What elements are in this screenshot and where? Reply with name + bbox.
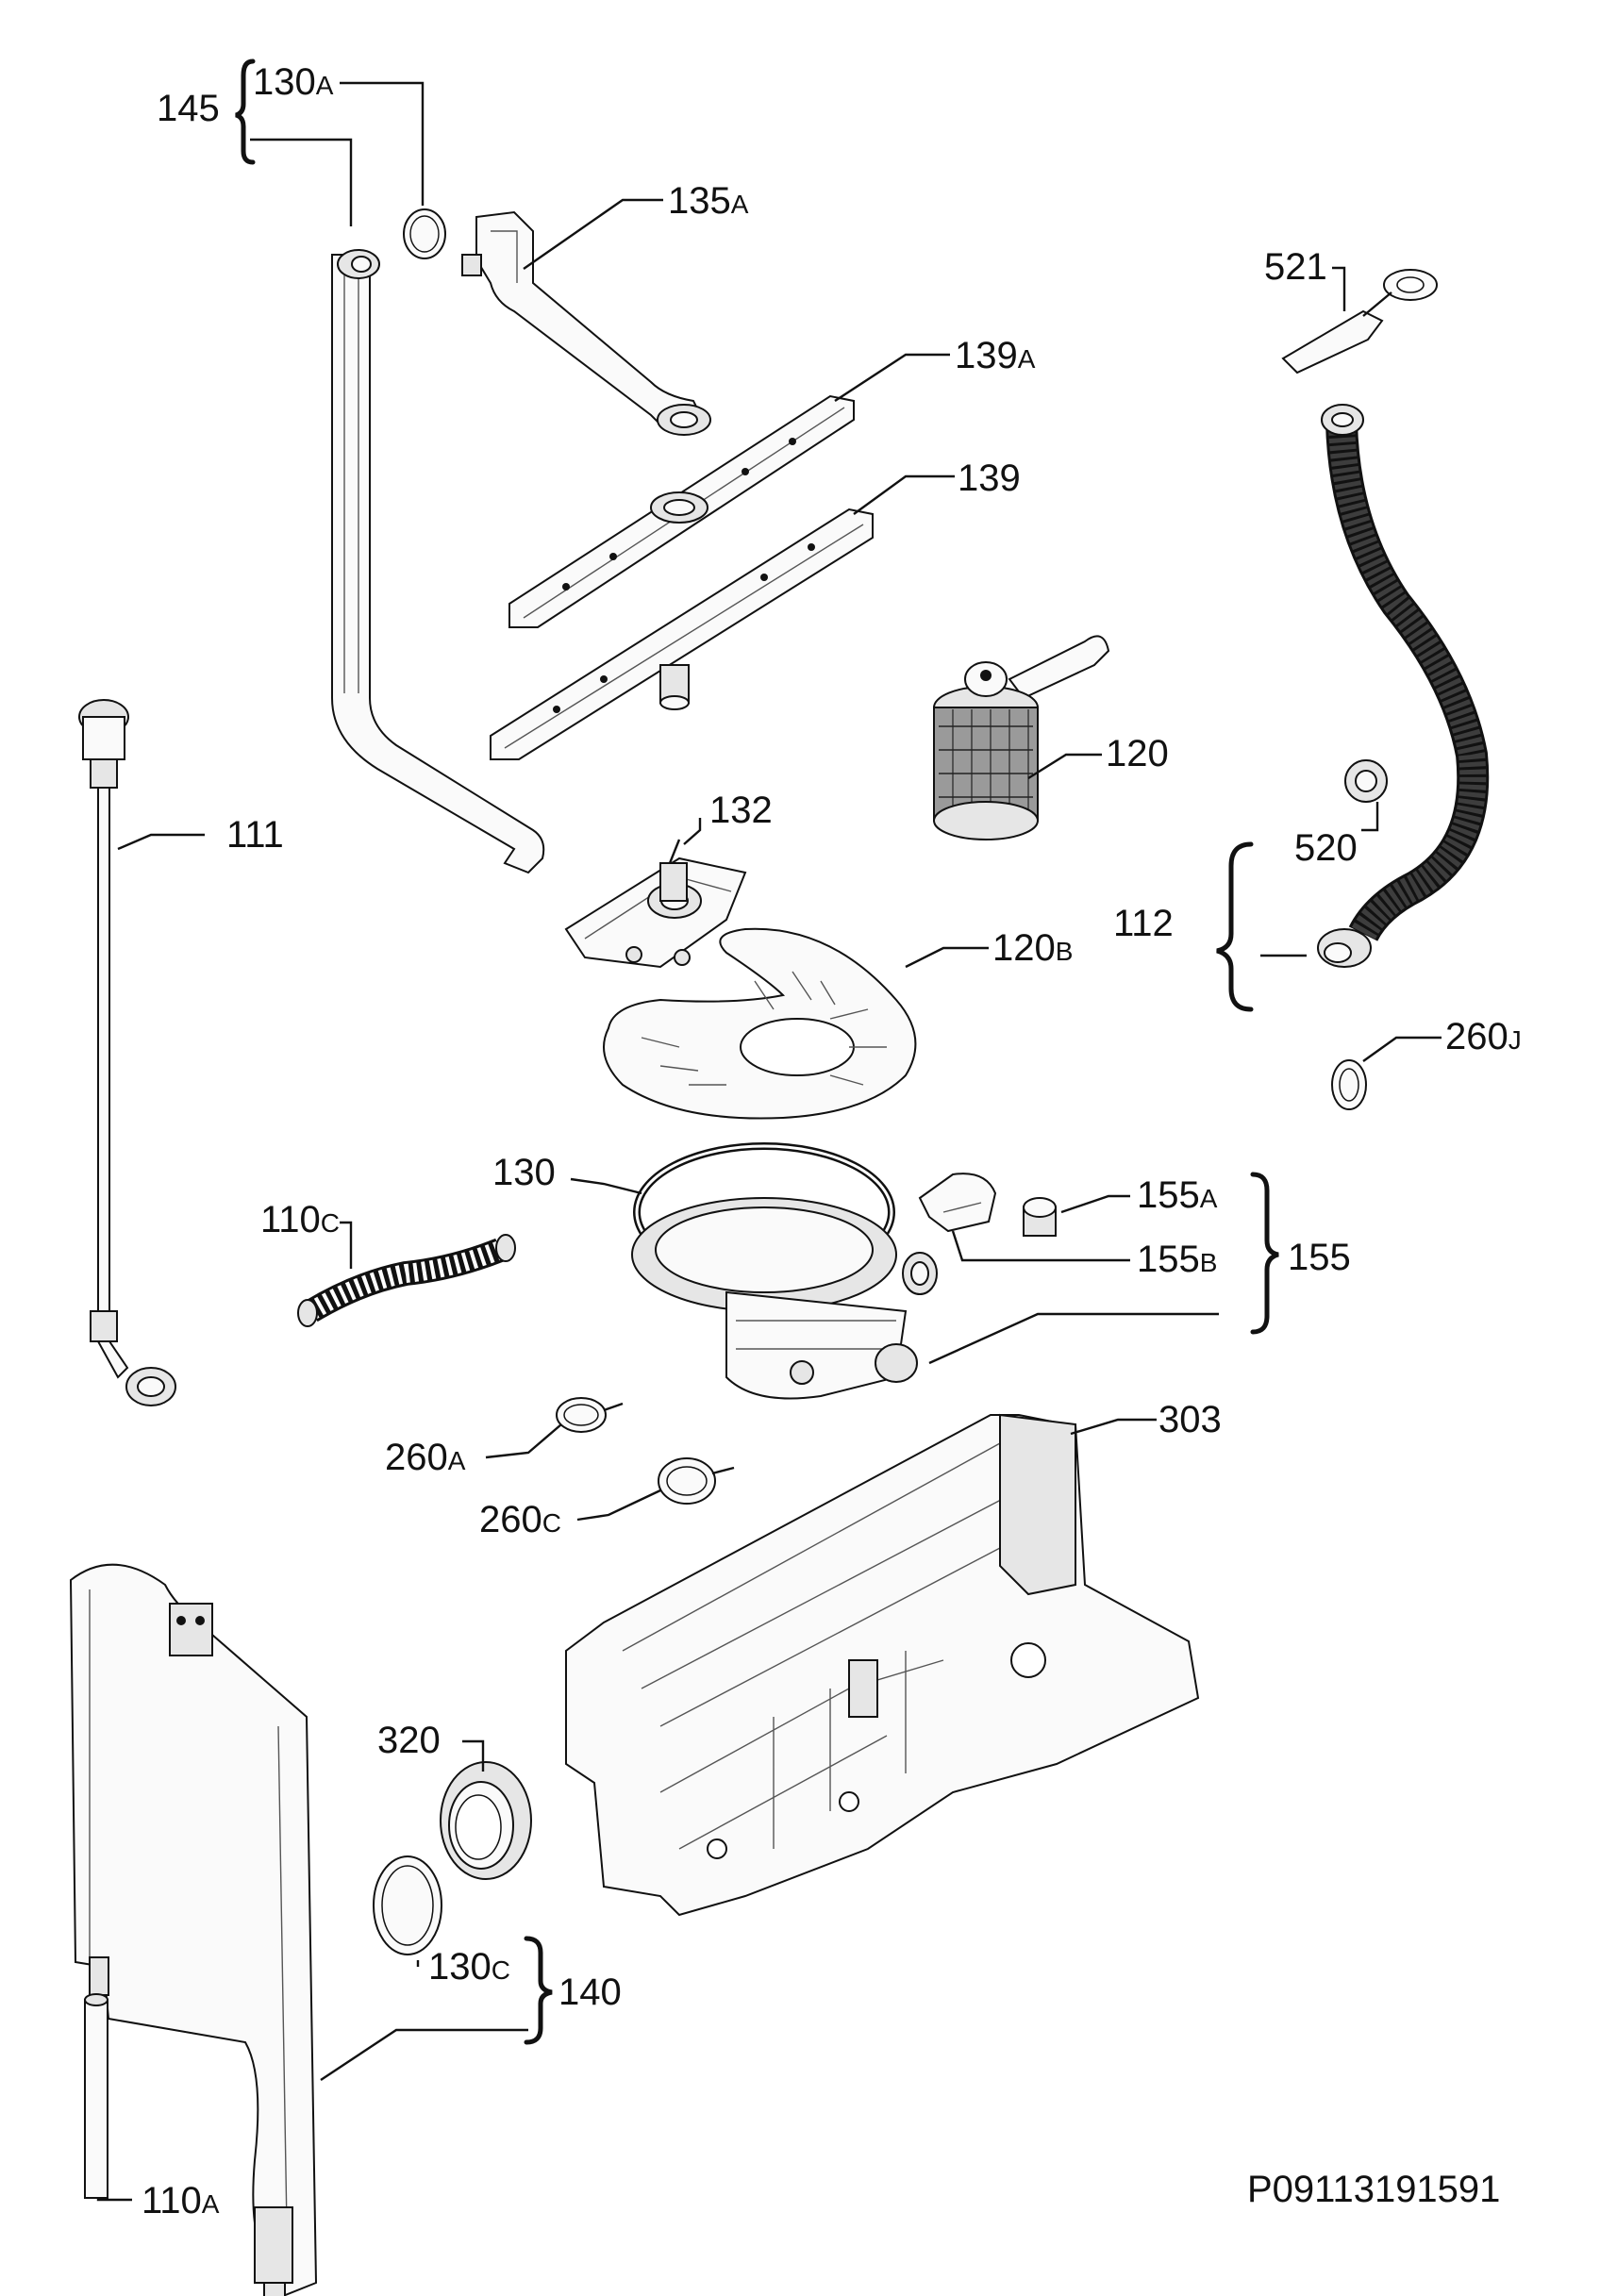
label-130: 130 — [492, 1152, 556, 1193]
label-521: 521 — [1264, 246, 1327, 288]
drain-hose-part — [1317, 404, 1490, 968]
connection-hose-110c-part — [297, 1234, 516, 1327]
spray-arm-connector-part — [461, 210, 711, 436]
label-110c: 110C — [260, 1199, 340, 1240]
bushing-155a-part — [1023, 1197, 1057, 1237]
brace-145 — [235, 58, 256, 165]
coarse-filter-plate-part — [603, 927, 917, 1120]
clip-520-part — [1344, 759, 1388, 803]
brace-140 — [524, 1936, 553, 2045]
micro-filter-part — [933, 635, 1110, 840]
label-111: 111 — [226, 814, 284, 856]
brace-112 — [1216, 841, 1254, 1012]
label-155: 155 — [1288, 1237, 1351, 1278]
label-130a: 130A — [253, 61, 334, 103]
clamp-260c-part — [658, 1457, 735, 1505]
side-tank-part — [69, 1563, 318, 2296]
sump-assembly-part — [631, 1197, 938, 1400]
label-120b: 120B — [992, 927, 1073, 969]
label-260j: 260J — [1445, 1016, 1522, 1057]
clamp-260j-part — [1331, 1059, 1367, 1110]
label-139: 139 — [958, 458, 1021, 499]
label-140: 140 — [558, 1972, 622, 2013]
label-139a: 139A — [955, 335, 1036, 376]
upper-spray-arm-part — [508, 394, 855, 628]
o-ring-130c-part — [373, 1855, 442, 1955]
upper-supply-pipe-part — [331, 249, 545, 874]
label-155a: 155A — [1137, 1174, 1218, 1216]
shield-155b-part — [918, 1173, 997, 1233]
label-120: 120 — [1106, 733, 1169, 774]
lower-spray-arm-part — [490, 507, 874, 760]
label-130c: 130C — [428, 1946, 510, 1988]
inlet-hose-part — [78, 699, 176, 1406]
brace-155 — [1250, 1172, 1279, 1335]
label-110a: 110A — [142, 2180, 220, 2221]
label-260c: 260C — [479, 1499, 561, 1540]
part-labels: 145 130A 135A 139A 139 521 120 111 132 5… — [142, 61, 1522, 2221]
label-132: 132 — [709, 790, 773, 831]
label-112: 112 — [1113, 903, 1174, 944]
leader-lines — [96, 81, 1442, 2202]
label-260a: 260A — [385, 1437, 466, 1478]
seal-320-part — [440, 1761, 532, 1880]
label-303: 303 — [1158, 1399, 1222, 1440]
label-135a: 135A — [668, 180, 749, 222]
tube-110a-part — [84, 1993, 108, 2199]
label-145: 145 — [157, 88, 220, 129]
label-155b: 155B — [1137, 1239, 1217, 1280]
document-code: P09113191591 — [1247, 2169, 1500, 2210]
label-320: 320 — [377, 1720, 441, 1761]
base-frame-part — [565, 1413, 1200, 1917]
clamp-260a-part — [556, 1397, 624, 1433]
cap-521-part — [1281, 269, 1438, 374]
group-braces — [235, 58, 1279, 2045]
float-switch-part — [564, 839, 747, 969]
label-520: 520 — [1294, 827, 1358, 869]
